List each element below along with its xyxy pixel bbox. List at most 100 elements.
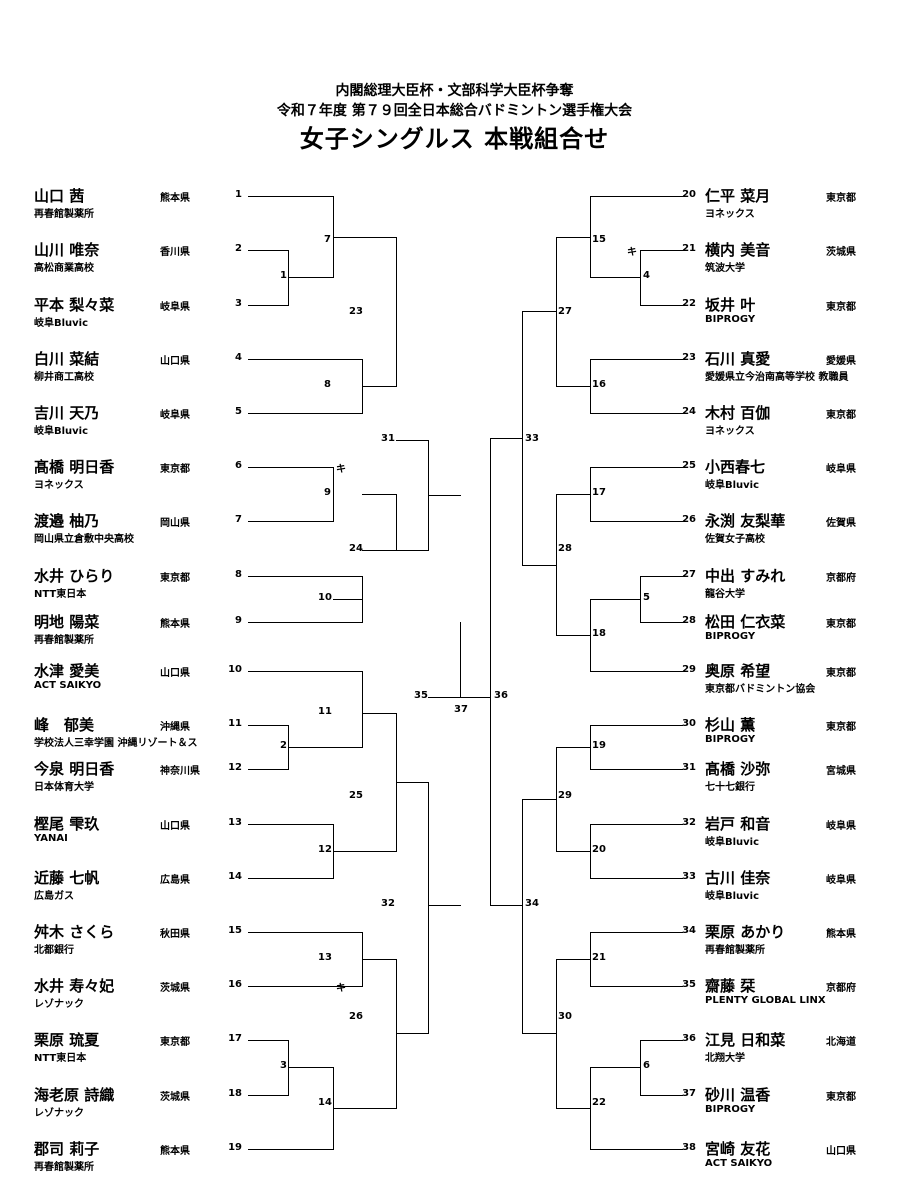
player-affiliation: 学校法人三幸学園 沖縄リゾート＆ス (34, 738, 198, 749)
player-affiliation: 愛媛県立今治南高等学校 教職員 (705, 372, 849, 383)
match-number: 12 (318, 844, 332, 855)
match-number: 9 (324, 487, 331, 498)
bracket-line (333, 236, 397, 238)
bracket-line (248, 358, 363, 360)
player-prefecture: 山口県 (160, 356, 190, 367)
bracket-line (590, 768, 683, 770)
player-seed-number: 6 (235, 460, 242, 471)
player-seed-number: 1 (235, 189, 242, 200)
player-seed-number: 17 (228, 1033, 242, 1044)
player-name: 栗原 あかり (705, 923, 786, 941)
player-name: 小西春七 (705, 458, 766, 476)
bracket-line (590, 520, 683, 522)
player-prefecture: 岐阜県 (826, 464, 856, 475)
bracket-line (396, 549, 429, 551)
bracket-line (395, 237, 397, 387)
bracket-line (248, 520, 334, 522)
player-affiliation: PLENTY GLOBAL LINX (705, 995, 826, 1006)
player-name: 宮崎 友花 (705, 1140, 771, 1158)
player-prefecture: 東京都 (826, 722, 856, 733)
match-number: 18 (592, 628, 606, 639)
player-seed-number: 26 (682, 514, 696, 525)
player-affiliation: ACT SAIKYO (34, 680, 102, 691)
match-number: 8 (324, 379, 331, 390)
match-number: 29 (558, 790, 572, 801)
bracket-line (287, 250, 289, 306)
player-seed-number: 15 (228, 925, 242, 936)
player-affiliation: YANAI (34, 833, 68, 844)
bracket-line (522, 798, 557, 800)
bracket-line (555, 747, 557, 852)
player-seed-number: 20 (682, 189, 696, 200)
player-seed-number: 5 (235, 406, 242, 417)
match-number: 34 (525, 898, 539, 909)
player-prefecture: 佐賀県 (826, 518, 856, 529)
player-prefecture: 東京都 (160, 1037, 190, 1048)
player-affiliation: 広島ガス (34, 891, 74, 902)
bracket-line (248, 768, 289, 770)
player-affiliation: 北翔大学 (705, 1053, 745, 1064)
match-number: 1 (280, 270, 287, 281)
player-seed-number: 10 (228, 664, 242, 675)
player-seed-number: 11 (228, 718, 242, 729)
match-number: 6 (643, 1060, 650, 1071)
bracket-line (522, 1032, 557, 1034)
player-seed-number: 24 (682, 406, 696, 417)
bracket-line (490, 437, 523, 439)
player-seed-number: 37 (682, 1088, 696, 1099)
bracket-line (589, 599, 591, 672)
bracket-line (362, 385, 397, 387)
match-number: 10 (318, 592, 332, 603)
bracket-line (332, 824, 334, 879)
player-name: 渡邉 柚乃 (34, 512, 100, 530)
player-name: 岩戸 和音 (705, 815, 771, 833)
player-name: 白川 菜結 (34, 350, 100, 368)
player-prefecture: 東京都 (826, 410, 856, 421)
player-prefecture: 茨城県 (826, 247, 856, 258)
match-number: 11 (318, 706, 332, 717)
player-prefecture: 岐阜県 (160, 302, 190, 313)
player-seed-number: 38 (682, 1142, 696, 1153)
player-seed-number: 29 (682, 664, 696, 675)
bracket-line (428, 904, 461, 906)
player-affiliation: BIPROGY (705, 314, 756, 325)
bracket-line (590, 931, 683, 933)
bracket-line (556, 493, 591, 495)
match-number: 14 (318, 1097, 332, 1108)
player-seed-number: 21 (682, 243, 696, 254)
player-prefecture: 熊本県 (160, 1146, 190, 1157)
player-affiliation: 東京都バドミントン協会 (705, 684, 816, 695)
player-name: 近藤 七帆 (34, 869, 100, 887)
withdrawal-mark: キ (336, 464, 346, 475)
player-prefecture: 神奈川県 (160, 766, 200, 777)
player-prefecture: 山口県 (826, 1146, 856, 1157)
bracket-line (590, 877, 683, 879)
player-seed-number: 9 (235, 615, 242, 626)
bracket-line (589, 467, 591, 522)
player-seed-number: 16 (228, 979, 242, 990)
bracket-line (639, 250, 641, 306)
bracket-line (362, 493, 397, 495)
bracket-line (248, 1039, 289, 1041)
player-seed-number: 2 (235, 243, 242, 254)
player-affiliation: NTT東日本 (34, 1053, 87, 1064)
bracket-line (590, 1066, 641, 1068)
bracket-line (395, 959, 397, 1109)
player-affiliation: 再春館製薬所 (34, 1162, 94, 1173)
bracket-line (590, 195, 683, 197)
player-name: 石川 真愛 (705, 350, 771, 368)
player-prefecture: 東京都 (826, 302, 856, 313)
bracket-line (589, 824, 591, 879)
player-affiliation: ヨネックス (705, 209, 755, 220)
header-line-2: 令和７年度 第７９回全日本総合バドミントン選手権大会 (276, 103, 633, 119)
player-name: 永渕 友梨華 (705, 512, 786, 530)
bracket-line (248, 670, 363, 672)
player-affiliation: 再春館製薬所 (34, 635, 94, 646)
player-name: 杉山 薫 (705, 716, 756, 734)
bracket-line (556, 1107, 591, 1109)
bracket-line (248, 724, 289, 726)
player-affiliation: 岐阜Bluvic (705, 480, 760, 491)
match-number: 20 (592, 844, 606, 855)
bracket-line (396, 439, 429, 441)
bracket-line (287, 725, 289, 770)
